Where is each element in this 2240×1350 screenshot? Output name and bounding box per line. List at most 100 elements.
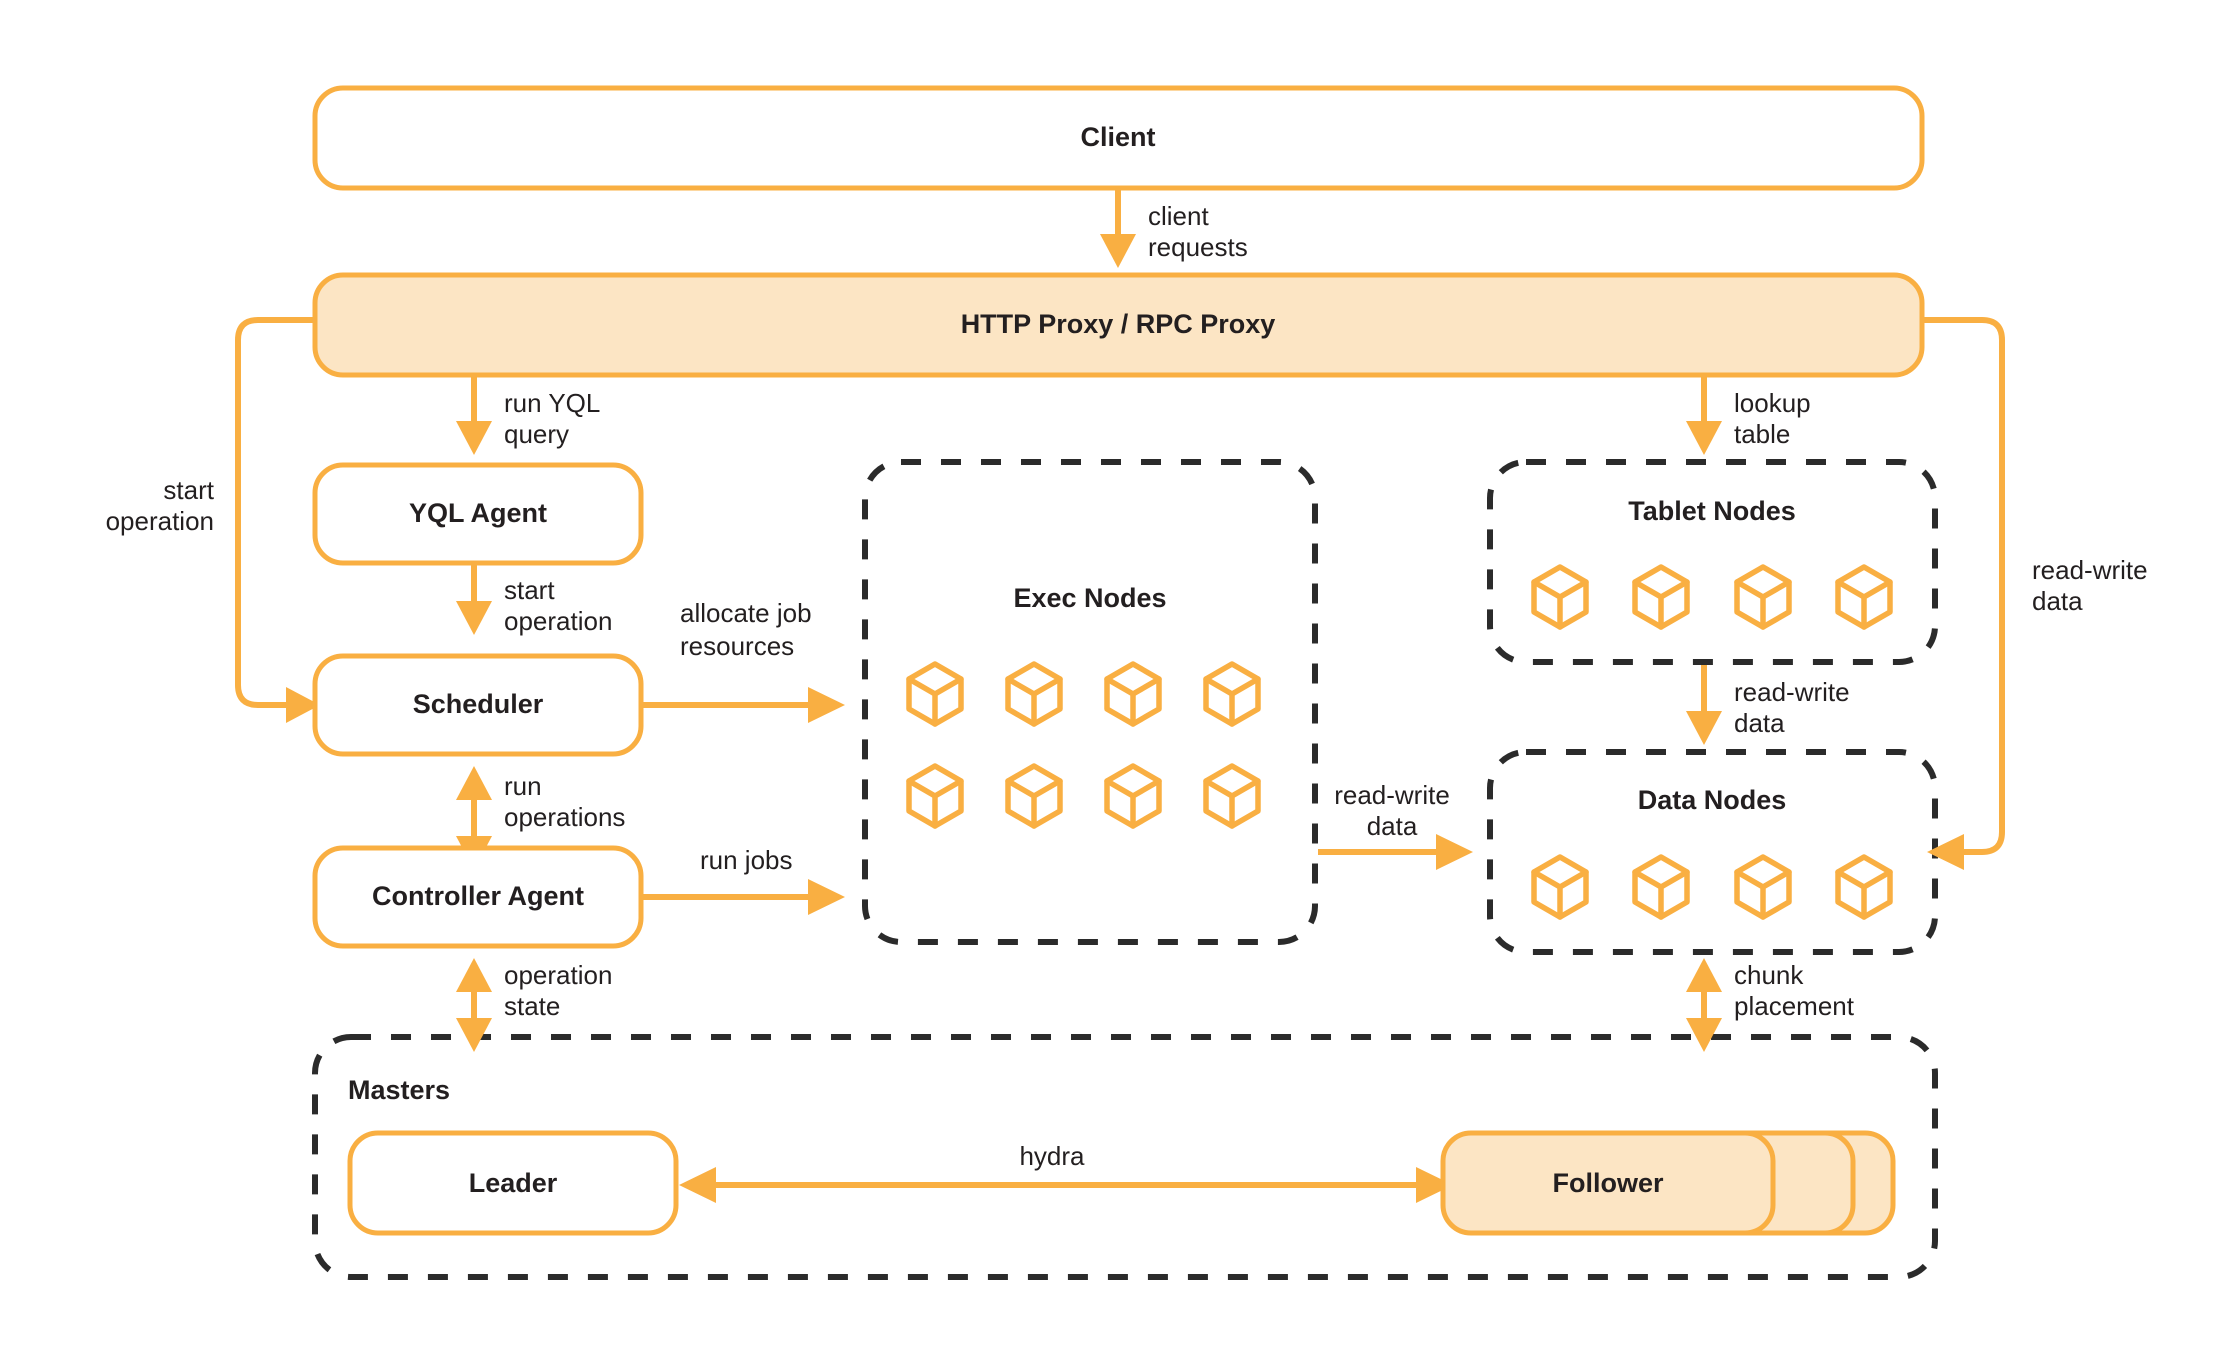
edge-data-to-masters: chunk placement <box>1686 958 1855 1052</box>
follower-box[interactable] <box>1440 1130 1776 1236</box>
edge-label-line1: start <box>504 575 555 605</box>
follower-label: Follower <box>1552 1168 1663 1198</box>
edge-proxy-to-yql: run YQL query <box>456 375 600 455</box>
edge-label-line1: start <box>163 475 214 505</box>
client-label: Client <box>1080 122 1155 152</box>
exec-node-cube <box>1107 664 1159 724</box>
edge-label-line1: read-write <box>1334 780 1450 810</box>
masters-boundary <box>312 1034 1938 1280</box>
edge-label-line2: table <box>1734 419 1790 449</box>
scheduler-box[interactable] <box>312 653 644 757</box>
node-http-rpc-proxy[interactable]: HTTP Proxy / RPC Proxy <box>312 272 1925 378</box>
scheduler-label: Scheduler <box>413 689 544 719</box>
edge-scheduler-to-controller: run operations <box>456 766 625 870</box>
edge-label-line1: hydra <box>1019 1141 1085 1171</box>
node-leader[interactable]: Leader <box>347 1130 679 1236</box>
edge-tablet-to-data: read-write data <box>1686 665 1850 745</box>
exec-node-cube <box>1107 766 1159 826</box>
exec-node-cube <box>1008 766 1060 826</box>
edge-label-line1: chunk <box>1734 960 1804 990</box>
tablet-node-cube <box>1534 567 1586 627</box>
edge-label-line1: operation <box>504 960 612 990</box>
exec-node-cube <box>1206 664 1258 724</box>
group-exec-nodes: Exec Nodes <box>862 459 1318 945</box>
exec-node-cube <box>909 664 961 724</box>
edge-label-line1: lookup <box>1734 388 1811 418</box>
edge-label-line2: placement <box>1734 991 1855 1021</box>
arrow-head-icon <box>286 687 320 723</box>
arrow-head-icon <box>456 958 492 992</box>
arrow-head-icon <box>1686 958 1722 992</box>
edge-label-line1: run YQL <box>504 388 600 418</box>
edge-exec-to-data: read-write data <box>1318 780 1473 870</box>
node-controller-agent[interactable]: Controller Agent <box>312 845 644 949</box>
tablet-nodes-boundary <box>1487 459 1938 665</box>
controller-agent-box[interactable] <box>312 845 644 949</box>
edge-label-line1: allocate job <box>680 598 812 628</box>
edge-label-line1: client <box>1148 201 1209 231</box>
exec-nodes-label: Exec Nodes <box>1013 583 1166 613</box>
exec-node-cube <box>1008 664 1060 724</box>
node-client[interactable]: Client <box>312 85 1925 191</box>
data-node-cube <box>1737 857 1789 917</box>
controller-agent-label: Controller Agent <box>372 881 584 911</box>
arrow-head-icon <box>1927 834 1964 870</box>
edge-proxy-to-tablet: lookup table <box>1686 375 1811 455</box>
arrow-head-icon <box>456 421 492 455</box>
masters-label: Masters <box>348 1075 450 1105</box>
arrow-head-icon <box>1686 1018 1722 1052</box>
edge-controller-to-exec: run jobs <box>641 845 845 915</box>
edge-label-line2: state <box>504 991 560 1021</box>
edge-leader-to-follower: hydra <box>679 1141 1453 1203</box>
yql-agent-label: YQL Agent <box>409 498 547 528</box>
edge-label-line2: operation <box>504 606 612 636</box>
edge-label-line1: run jobs <box>700 845 793 875</box>
edge-label-line1: read-write <box>2032 555 2148 585</box>
group-masters: Masters <box>312 1034 1938 1280</box>
arrow-head-icon <box>456 766 492 800</box>
tablet-nodes-label: Tablet Nodes <box>1628 496 1796 526</box>
client-box[interactable] <box>312 85 1925 191</box>
tablet-node-cube <box>1737 567 1789 627</box>
proxy-box[interactable] <box>312 272 1925 378</box>
leader-label: Leader <box>469 1168 558 1198</box>
arrow-head-icon <box>1416 1167 1453 1203</box>
edge-controller-to-masters: operation state <box>456 958 612 1052</box>
edge-label-line2: requests <box>1148 232 1248 262</box>
node-follower[interactable]: Follower <box>1440 1130 1896 1236</box>
edge-yql-to-scheduler: start operation <box>456 563 612 636</box>
arrow-head-icon <box>1100 234 1136 268</box>
edge-client-to-proxy: client requests <box>1100 188 1248 268</box>
yql-agent-box[interactable] <box>312 462 644 566</box>
edge-label-line1: run <box>504 771 542 801</box>
group-tablet-nodes: Tablet Nodes <box>1487 459 1938 665</box>
edge-label-line2: operation <box>106 506 214 536</box>
edge-label-line2: query <box>504 419 569 449</box>
arrow-head-icon <box>1686 711 1722 745</box>
arrow-head-icon <box>808 879 845 915</box>
edge-label-line1: read-write <box>1734 677 1850 707</box>
tablet-node-cube <box>1838 567 1890 627</box>
edge-label-line2: data <box>2032 586 2083 616</box>
edge-label-line2: data <box>1734 708 1785 738</box>
edge-scheduler-to-exec: allocate job resources <box>641 598 845 723</box>
data-node-cube <box>1534 857 1586 917</box>
arrow-head-icon <box>808 687 845 723</box>
data-nodes-label: Data Nodes <box>1638 785 1787 815</box>
edge-proxy-to-scheduler: start operation <box>106 317 320 723</box>
proxy-label: HTTP Proxy / RPC Proxy <box>961 309 1276 339</box>
arrow-head-icon <box>1686 421 1722 455</box>
exec-node-cube <box>909 766 961 826</box>
node-yql-agent[interactable]: YQL Agent <box>312 462 644 566</box>
exec-nodes-boundary <box>862 459 1318 945</box>
leader-box[interactable] <box>347 1130 679 1236</box>
edge-proxy-to-data: read-write data <box>1922 317 2148 870</box>
group-data-nodes: Data Nodes <box>1487 749 1938 955</box>
arrow-head-icon <box>456 601 492 635</box>
arrow-head-icon <box>1436 834 1473 870</box>
tablet-node-cube <box>1635 567 1687 627</box>
arrow-head-icon <box>456 1018 492 1052</box>
node-scheduler[interactable]: Scheduler <box>312 653 644 757</box>
